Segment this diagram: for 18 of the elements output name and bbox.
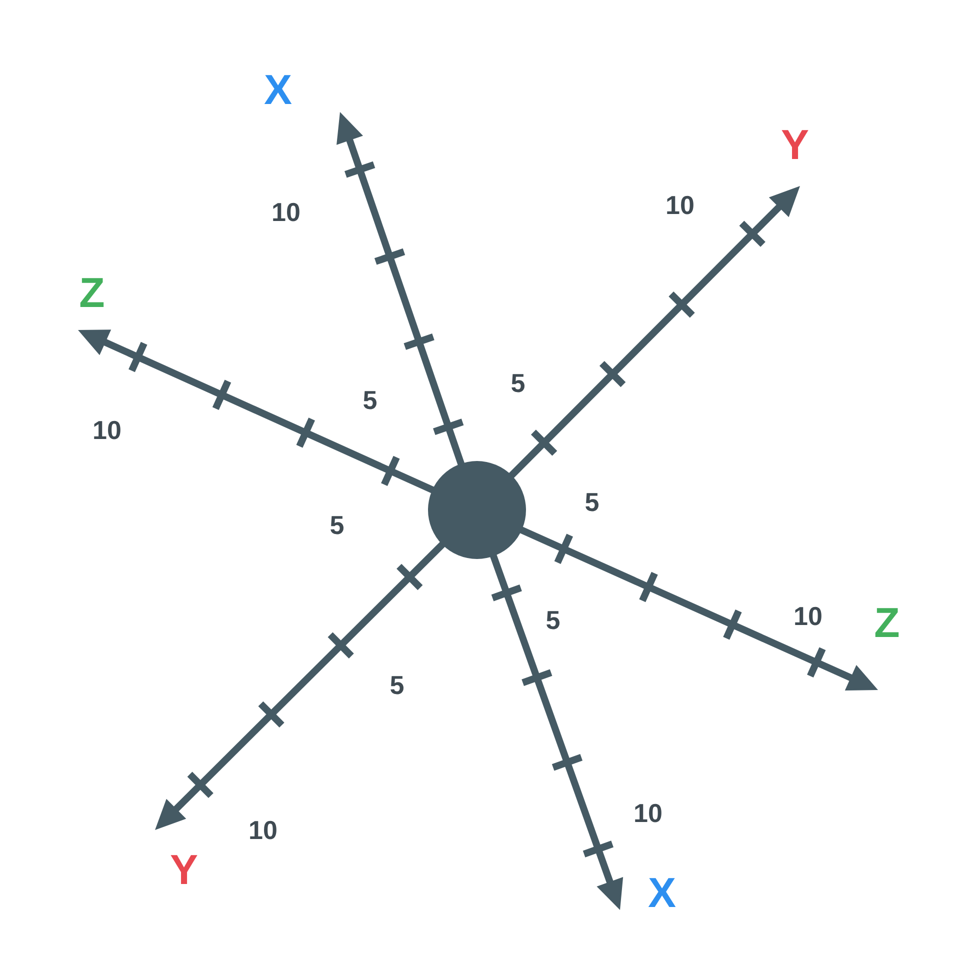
tick-value: 10	[666, 192, 694, 218]
tick-value: 10	[794, 603, 822, 629]
axis-name: Y	[170, 849, 198, 891]
tick-value: 5	[510, 370, 526, 396]
axis-name: Y	[781, 124, 809, 166]
tick-value: 10	[272, 199, 300, 225]
tick-value: 5	[330, 512, 344, 538]
tick-value: 10	[634, 800, 662, 826]
axis-name: Z	[79, 272, 105, 314]
tick-value: 5	[390, 672, 404, 698]
tick-value: 5	[546, 607, 560, 633]
axis-name: X	[648, 872, 676, 914]
tick-value: 5	[584, 489, 600, 515]
axis-name: Z	[874, 602, 900, 644]
tick-value: 10	[92, 417, 122, 443]
axis-name: X	[264, 69, 292, 111]
tick-value: 5	[362, 387, 378, 413]
tick-value: 10	[248, 817, 278, 843]
